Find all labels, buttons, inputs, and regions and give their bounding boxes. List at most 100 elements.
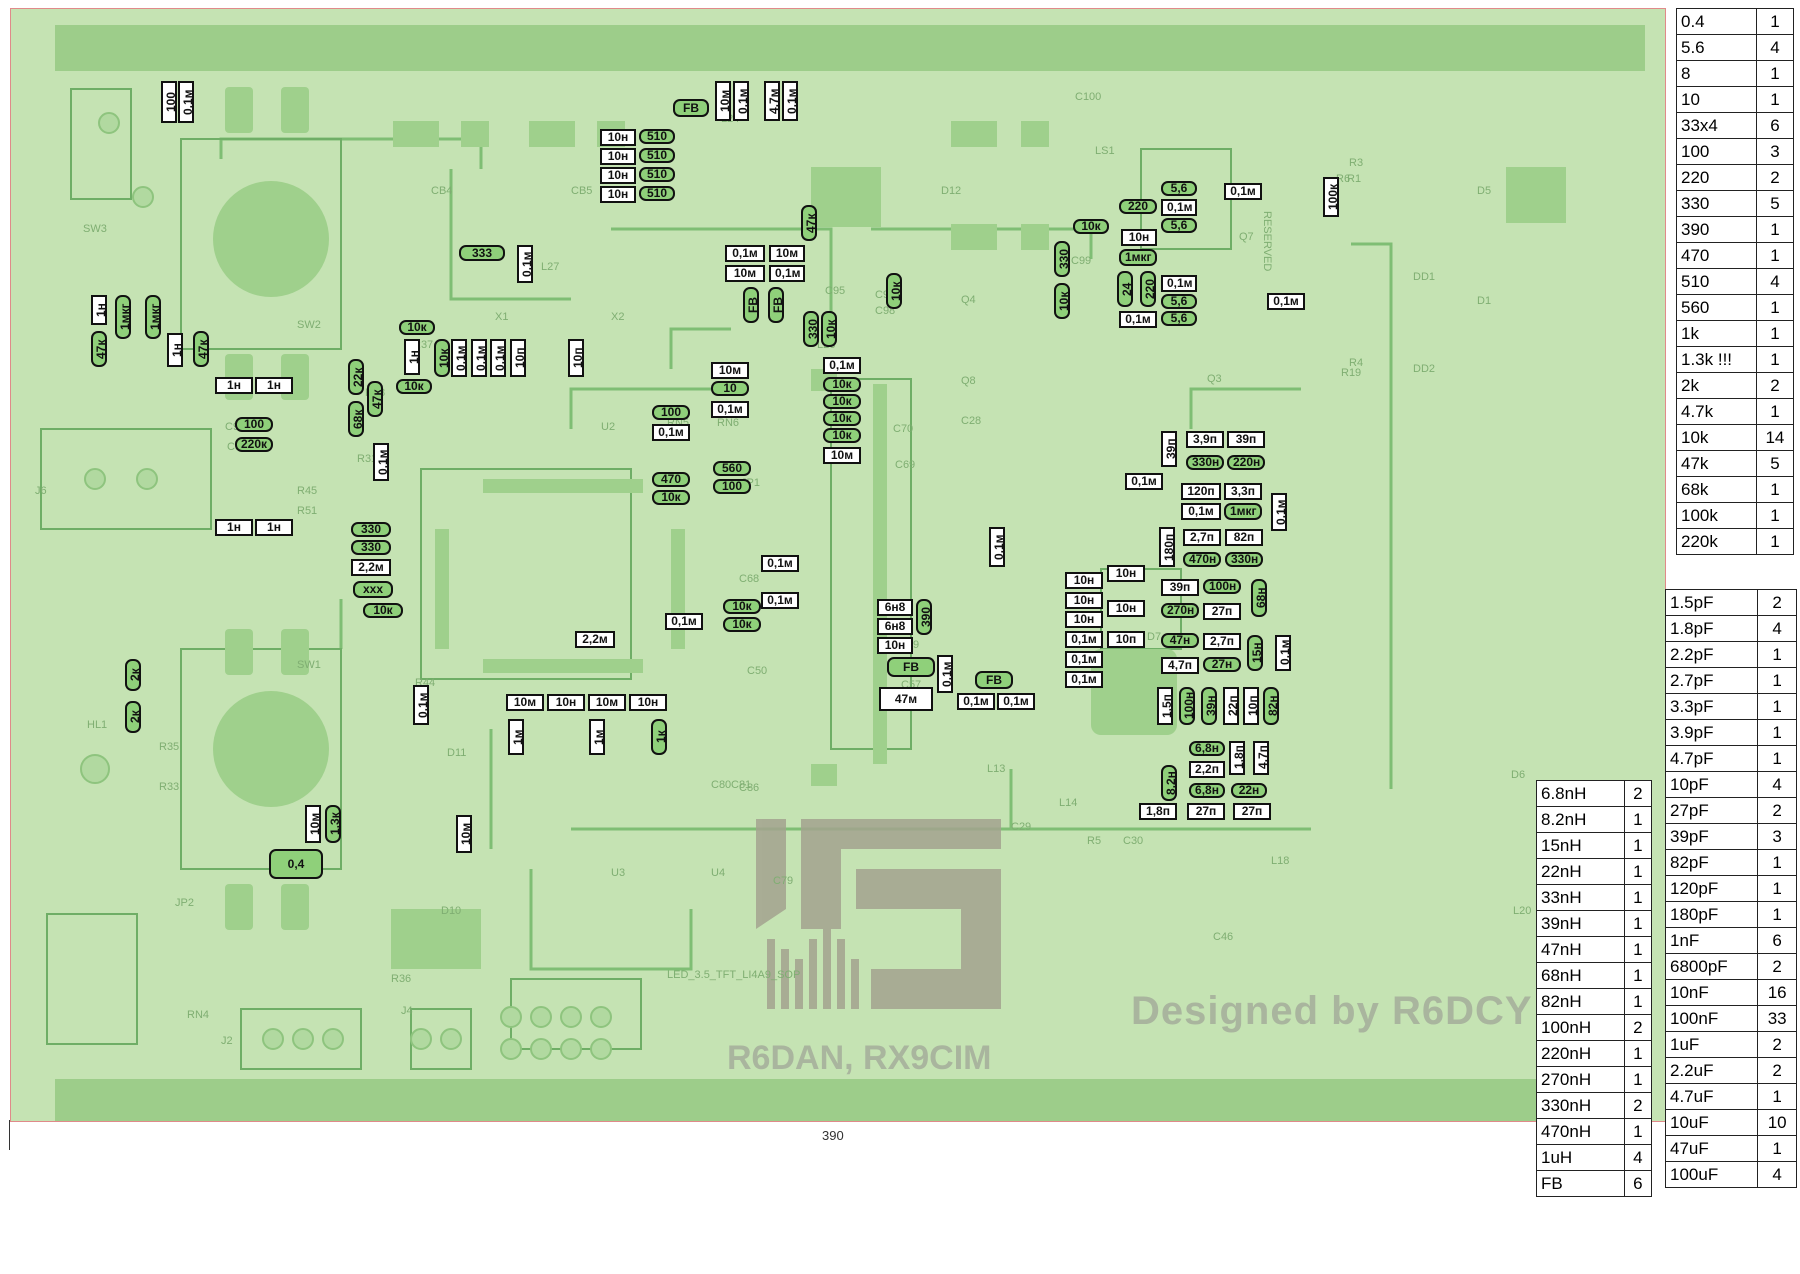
silkscreen-designator: C29 <box>1011 821 1032 833</box>
component-value-label: 22к <box>348 359 365 395</box>
bom-value: 4.7k <box>1676 398 1757 425</box>
silkscreen-designator: C28 <box>961 415 982 427</box>
component-value-label: 510 <box>639 186 675 201</box>
bom-quantity: 1 <box>1755 242 1795 269</box>
component-value-label: 1к <box>651 719 668 755</box>
bom-quantity: 1 <box>1755 476 1795 503</box>
bom-quantity: 1 <box>1755 216 1795 243</box>
silkscreen-designator: Q4 <box>961 294 976 306</box>
bom-value: 27pF <box>1664 797 1759 824</box>
silkscreen-designator: D10 <box>441 905 462 917</box>
bom-value: 3.9pF <box>1664 719 1759 746</box>
component-value-label: 3,3п <box>1224 483 1262 500</box>
component-value-label: 560 <box>713 461 751 476</box>
component-value-label: 6,8н <box>1189 741 1225 756</box>
bom-value: 39nH <box>1536 910 1625 937</box>
bom-quantity: 1 <box>1757 693 1797 720</box>
component-value-label: 10м <box>769 245 805 262</box>
dimension-line <box>9 1120 10 1150</box>
component-value-label: 4,7п <box>1161 657 1199 674</box>
silkscreen-designator: D1 <box>1477 295 1492 307</box>
bom-value: 33x4 <box>1676 112 1757 139</box>
silkscreen-designator: C68 <box>739 573 760 585</box>
component-value-label: 0,1м <box>665 613 703 630</box>
component-value-label: 1н <box>91 295 108 325</box>
silkscreen-designator: RESERVED <box>1261 211 1273 272</box>
component-value-label: 510 <box>639 129 675 144</box>
bom-value: 100 <box>1676 138 1757 165</box>
component-value-label: 22п <box>1223 687 1240 725</box>
bom-value: 120pF <box>1664 875 1759 902</box>
bom-quantity: 6 <box>1755 112 1795 139</box>
component-value-label: 100 <box>161 81 178 123</box>
component-value-label: 68к <box>348 401 365 437</box>
component-value-label: 39п <box>1161 579 1199 596</box>
bom-quantity: 1 <box>1755 502 1795 529</box>
component-value-label: 100 <box>713 479 751 494</box>
component-value-label: 100н <box>1179 687 1196 725</box>
component-value-label: 270н <box>1161 603 1199 618</box>
component-value-label: 10м <box>725 265 765 282</box>
silkscreen-designator: C86 <box>739 782 760 794</box>
silkscreen-designator: R31 <box>357 453 378 465</box>
bom-value: 6.8nH <box>1536 780 1625 807</box>
silkscreen-designator: D12 <box>941 185 962 197</box>
bom-value: 1.5pF <box>1664 589 1759 616</box>
component-value-label: 2к <box>125 701 142 733</box>
silkscreen-designator: RN6 <box>717 417 740 429</box>
bom-value: 100nH <box>1536 1014 1625 1041</box>
component-value-label: 5,6 <box>1161 181 1197 196</box>
component-value-label: 10к <box>723 599 761 614</box>
bom-quantity: 1 <box>1623 1040 1653 1067</box>
bom-quantity: 1 <box>1623 1118 1653 1145</box>
bom-value: 220k <box>1676 528 1757 555</box>
bom-quantity: 1 <box>1757 849 1797 876</box>
component-value-label: 1н <box>215 377 253 394</box>
component-value-label: 0,1м <box>652 424 690 441</box>
silkscreen-designator: R1 <box>1347 173 1362 185</box>
component-value-label: 0,1м <box>1065 651 1103 668</box>
component-value-label: 10п <box>1107 631 1145 648</box>
silkscreen-designator: C95 <box>825 285 846 297</box>
component-value-label: 1м <box>589 719 606 755</box>
component-value-label: 10к <box>886 273 903 309</box>
component-value-label: 3,9п <box>1186 431 1224 448</box>
silkscreen-designator: R45 <box>297 485 318 497</box>
component-value-label: 0,1м <box>451 339 468 377</box>
silkscreen-designator: U3 <box>611 867 626 879</box>
bom-quantity: 1 <box>1757 875 1797 902</box>
designer-credit: Designed by R6DCY <box>1131 989 1533 1033</box>
silkscreen-designator: Q8 <box>961 375 976 387</box>
component-value-label: 10к <box>723 617 761 632</box>
component-value-label: 0,1м <box>413 685 430 725</box>
bom-quantity: 2 <box>1623 1092 1653 1119</box>
component-value-label: 10к <box>1054 283 1071 319</box>
component-value-label: 330 <box>351 540 391 555</box>
component-value-label: 27п <box>1187 803 1225 820</box>
silkscreen-designator: C30 <box>1123 835 1144 847</box>
component-value-label: 0,1м <box>1267 293 1305 310</box>
silkscreen-designator: SW3 <box>83 223 107 235</box>
component-value-label: 68н <box>1251 579 1268 617</box>
pcb-artwork <box>40 87 1566 1070</box>
component-value-label: 0,1м <box>769 265 805 282</box>
component-value-label: 15н <box>1247 635 1264 671</box>
silkscreen-designator: C80 <box>711 779 732 791</box>
silkscreen-designator: X2 <box>611 311 625 323</box>
bom-value: 10k <box>1676 424 1757 451</box>
component-value-label: 1м <box>508 719 525 755</box>
component-value-label: 47м <box>879 687 933 711</box>
component-value-label: 1мкг <box>115 295 132 339</box>
component-value-label: 1н <box>255 519 293 536</box>
